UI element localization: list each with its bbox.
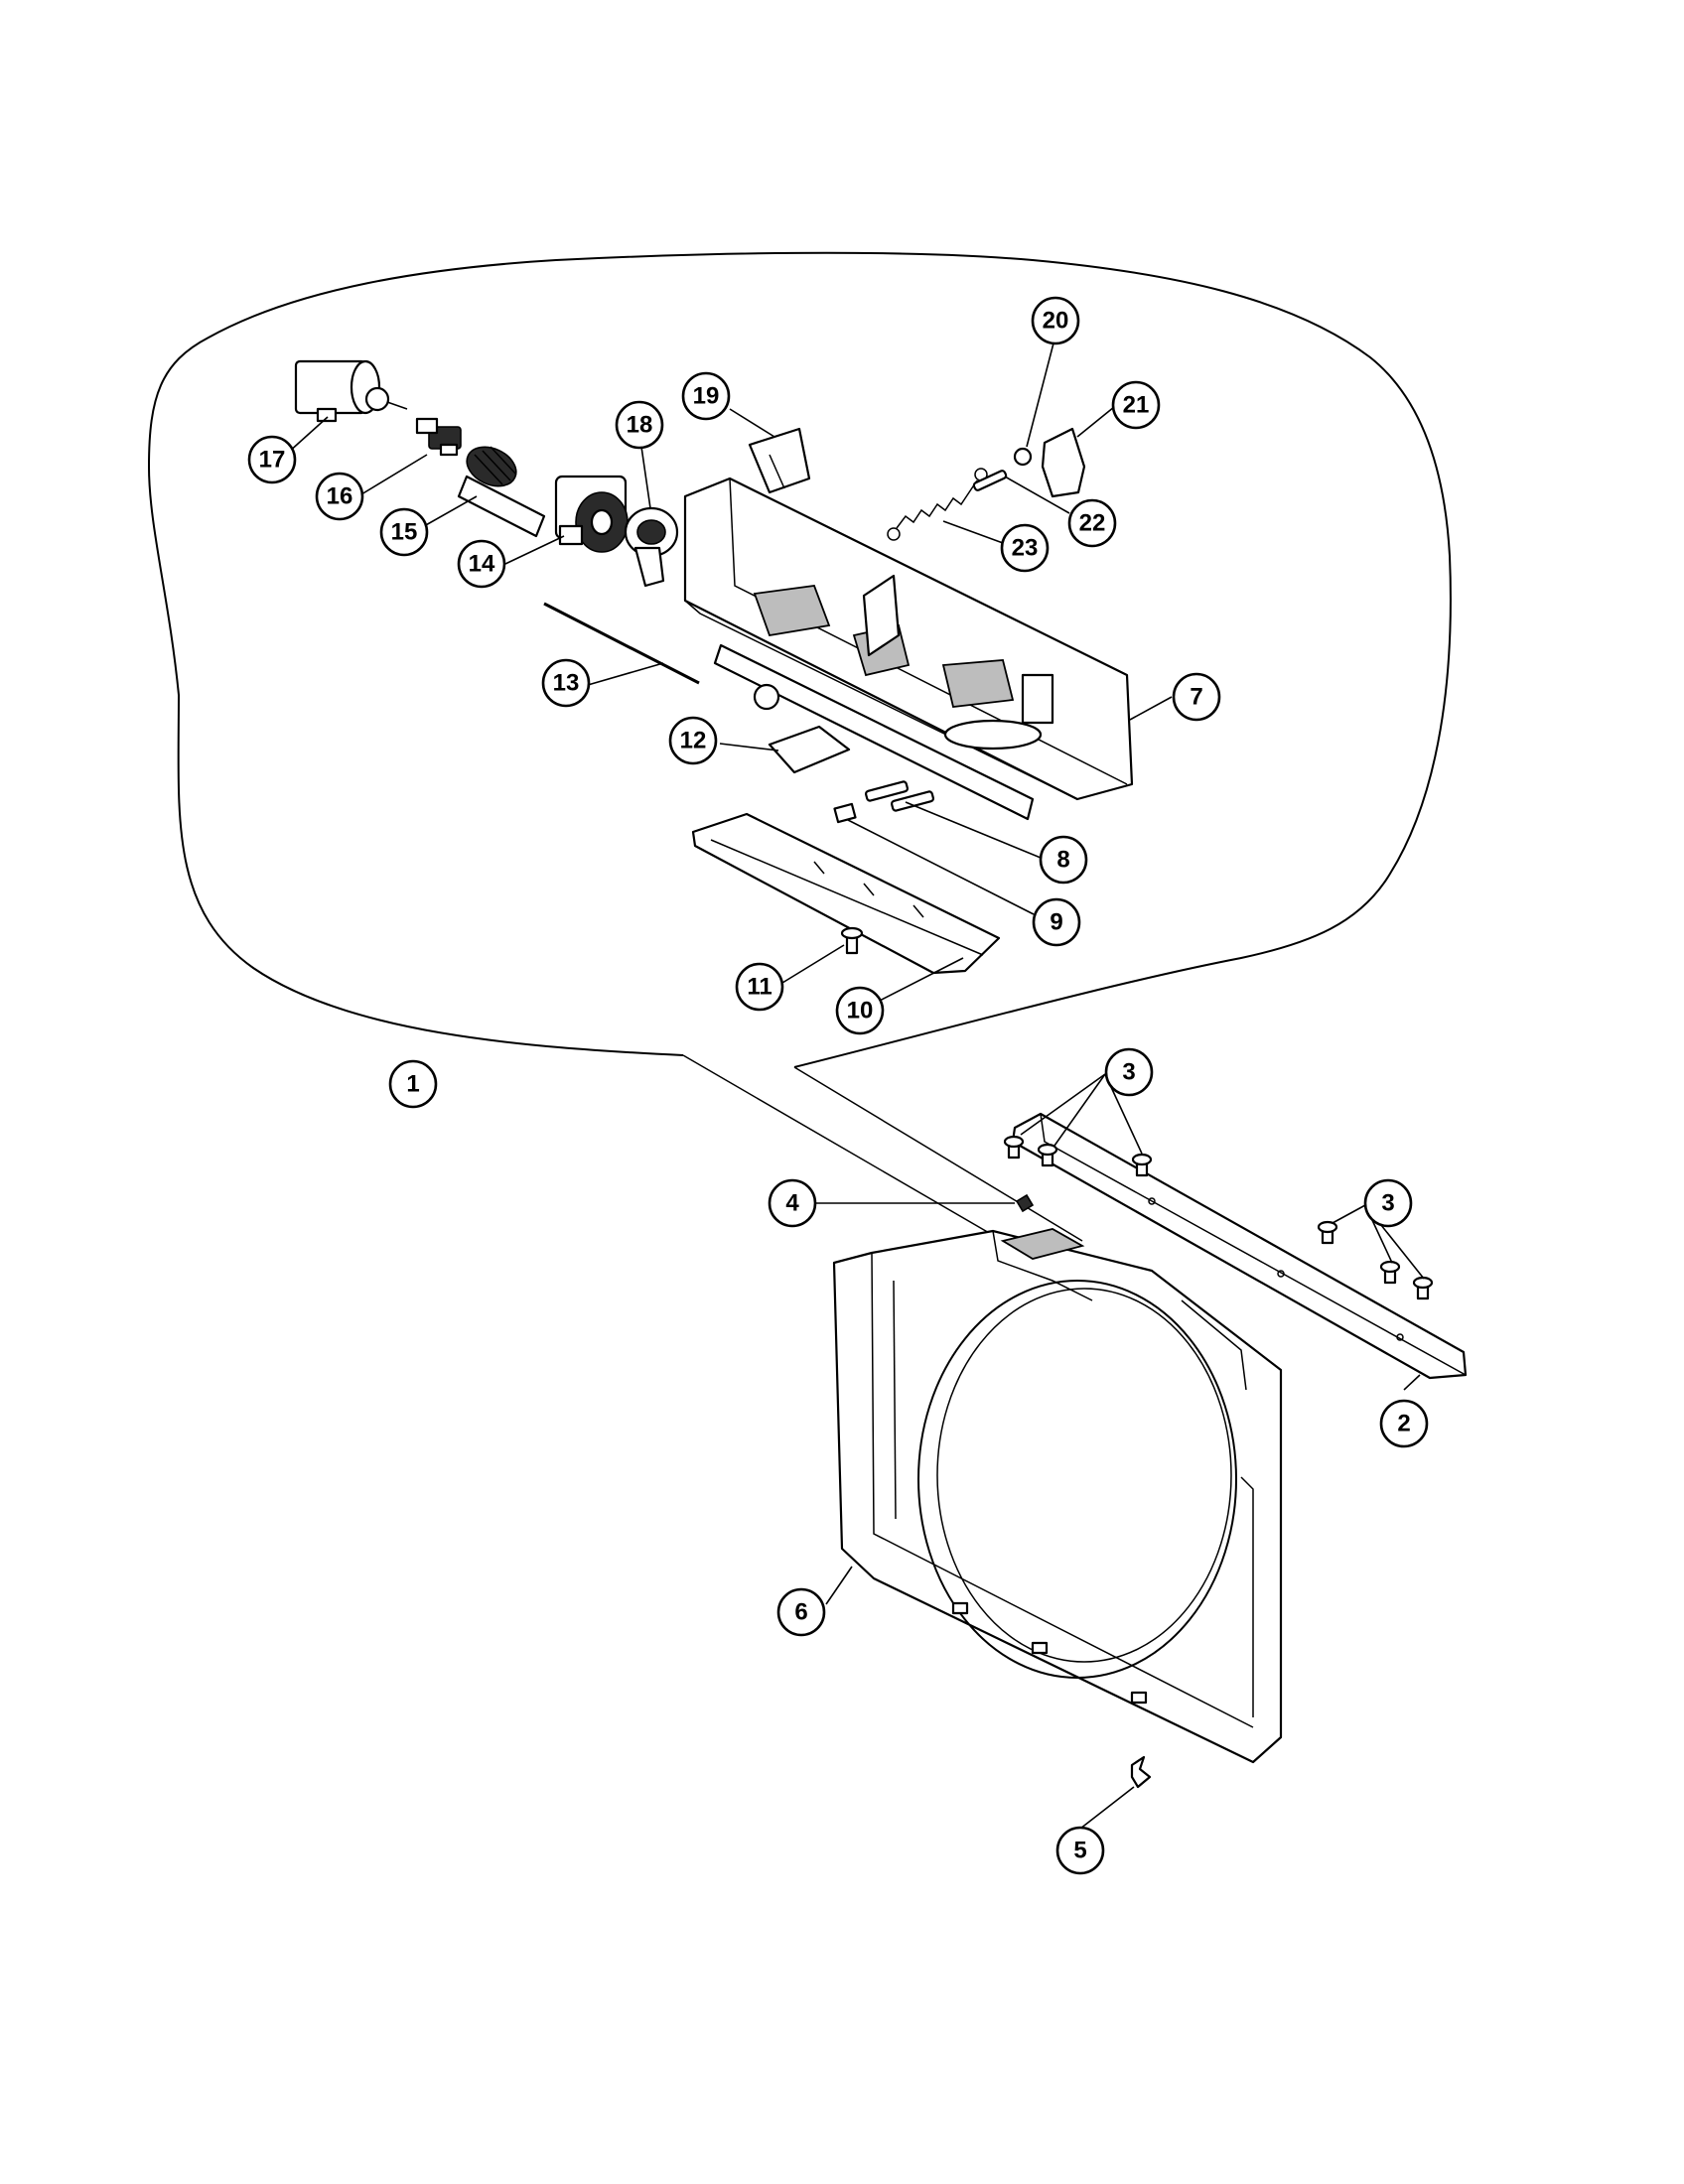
projection-line-right	[793, 1066, 1083, 1242]
svg-text:1: 1	[406, 1071, 419, 1098]
callout-5: 5	[1055, 1826, 1105, 1875]
screws-part-3-lower	[1317, 1220, 1434, 1300]
callout-4: 4	[768, 1178, 817, 1228]
svg-text:21: 21	[1123, 392, 1150, 419]
callout-14: 14	[457, 539, 506, 589]
callout-22: 22	[1067, 498, 1117, 548]
svg-text:15: 15	[391, 519, 418, 546]
callout-1: 1	[388, 1059, 438, 1109]
svg-text:6: 6	[794, 1599, 807, 1626]
motor-part-17	[294, 359, 408, 423]
pin-part-22	[972, 470, 1008, 491]
nut-part-9	[833, 802, 857, 824]
clip-part-5	[1130, 1755, 1152, 1789]
svg-text:2: 2	[1397, 1411, 1410, 1437]
housing-part-7	[683, 477, 1134, 821]
leader-lines	[287, 335, 1425, 1830]
shroud-part-6	[832, 1228, 1283, 1764]
screw-part-11	[840, 926, 864, 955]
svg-text:19: 19	[693, 383, 720, 410]
svg-text:5: 5	[1073, 1838, 1086, 1864]
callout-21: 21	[1111, 380, 1161, 430]
callout-6: 6	[776, 1587, 826, 1637]
svg-text:11: 11	[747, 974, 772, 1001]
projection-line-left	[682, 1054, 1004, 1242]
svg-text:17: 17	[259, 447, 286, 474]
callout-13: 13	[541, 658, 591, 708]
callout-20: 20	[1031, 296, 1080, 345]
callout-3-lower: 3	[1363, 1178, 1413, 1228]
svg-text:4: 4	[785, 1190, 799, 1217]
svg-text:18: 18	[627, 412, 653, 439]
svg-text:8: 8	[1056, 847, 1069, 874]
callout-8: 8	[1039, 835, 1088, 885]
spring-part-23	[896, 479, 978, 529]
callout-9: 9	[1032, 897, 1081, 947]
bracket-part-12	[768, 725, 851, 774]
svg-text:9: 9	[1050, 909, 1062, 936]
svg-text:3: 3	[1381, 1190, 1394, 1217]
cover-part-10	[691, 812, 1001, 975]
svg-text:16: 16	[327, 483, 353, 510]
callout-12: 12	[668, 716, 718, 765]
worm-gear-part-15	[457, 446, 546, 538]
clip-part-4	[1015, 1193, 1035, 1213]
callout-18: 18	[615, 400, 664, 450]
detail-outline	[147, 251, 1452, 1068]
callout-11: 11	[735, 962, 784, 1012]
svg-text:13: 13	[553, 670, 580, 697]
callout-19: 19	[681, 371, 731, 421]
svg-text:14: 14	[469, 551, 495, 578]
callout-3-upper: 3	[1104, 1047, 1154, 1097]
screws-part-8	[864, 780, 935, 812]
drive-hub-part-14	[554, 475, 629, 553]
callouts: 1 2 3 3 4 5 6 7 8 9 10 11 12 13 14 15 16…	[247, 296, 1429, 1875]
washer-part-20	[1013, 447, 1033, 467]
callout-2: 2	[1379, 1399, 1429, 1448]
callout-23: 23	[1000, 523, 1050, 573]
svg-text:12: 12	[680, 728, 707, 754]
callout-15: 15	[379, 507, 429, 557]
rod-part-13	[543, 602, 700, 685]
callout-16: 16	[315, 472, 364, 521]
callout-17: 17	[247, 435, 297, 484]
bracket-part-21	[1041, 427, 1086, 498]
svg-text:3: 3	[1122, 1059, 1135, 1086]
callout-7: 7	[1172, 672, 1221, 722]
svg-text:10: 10	[847, 998, 874, 1024]
svg-text:22: 22	[1079, 510, 1106, 537]
svg-text:23: 23	[1012, 535, 1039, 562]
svg-text:7: 7	[1190, 684, 1202, 711]
svg-text:20: 20	[1043, 308, 1069, 335]
cam-part-18	[624, 506, 679, 588]
callout-10: 10	[835, 986, 885, 1035]
screws-part-3-upper	[1003, 1135, 1153, 1177]
clip-part-19	[748, 427, 811, 494]
coupling-part-16	[415, 417, 462, 457]
